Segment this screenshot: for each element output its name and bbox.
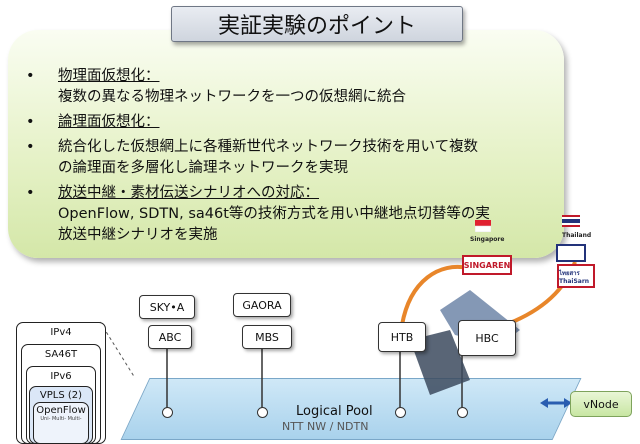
bullet-physical-virtualization: • 物理面仮想化： 複数の異なる物理ネットワークを一つの仮想網に統合 bbox=[26, 66, 490, 108]
stack-callout-line bbox=[99, 321, 136, 379]
station-htb: HTB bbox=[378, 322, 426, 352]
bullet-heading: 物理面仮想化： bbox=[58, 68, 160, 84]
bullet-body: 複数の異なる物理ネットワークを一つの仮想網に統合 bbox=[58, 89, 406, 105]
singaren-logo: SINGAREN bbox=[462, 255, 512, 275]
protocol-stack: IPv4 SA46T IPv6 VPLS (2) OpenFlow Uni- M… bbox=[16, 322, 106, 444]
bullet-marker: • bbox=[26, 139, 35, 155]
station-gaora: GAORA bbox=[233, 293, 291, 317]
bullet-broadcast-relay: • 放送中継・素材伝送シナリオへの対応： OpenFlow, SDTN, sa4… bbox=[26, 183, 490, 246]
stack-footnote: Uni- Multi- Multi- bbox=[40, 416, 82, 422]
stack-layer-openflow: OpenFlow Uni- Multi- Multi- bbox=[33, 402, 89, 444]
station-mbs: MBS bbox=[242, 325, 292, 349]
thailand-flag-icon bbox=[562, 215, 580, 227]
slide-title: 実証実験のポイント bbox=[171, 6, 463, 42]
vnode-arrow-right bbox=[564, 398, 572, 408]
vnode-box: vNode bbox=[570, 391, 632, 417]
node-htb bbox=[395, 407, 406, 418]
logical-pool-sublabel: NTT NW / NDTN bbox=[282, 420, 369, 433]
bullet-heading: 論理面仮想化： bbox=[58, 114, 160, 130]
key-points-list: • 物理面仮想化： 複数の異なる物理ネットワークを一つの仮想網に統合 • 論理面… bbox=[26, 66, 490, 250]
singapore-label: Singapore bbox=[470, 236, 505, 243]
node-mbs bbox=[257, 407, 268, 418]
singapore-flag-icon bbox=[475, 220, 491, 232]
thaisarn-logo: ไทยสาร ThaiSarn bbox=[557, 264, 595, 288]
bullet-marker: • bbox=[26, 68, 35, 84]
bullet-body: OpenFlow, SDTN, sa46t等の技術方式を用い中継地点切替等の実 … bbox=[58, 206, 490, 243]
bullet-logical-virtualization: • 論理面仮想化： bbox=[26, 112, 490, 133]
node-abc bbox=[162, 407, 173, 418]
singapore-link bbox=[400, 264, 469, 326]
bullet-marker: • bbox=[26, 114, 35, 130]
station-abc: ABC bbox=[148, 325, 192, 349]
thailand-label: Thailand bbox=[562, 232, 592, 239]
bullet-marker: • bbox=[26, 185, 35, 201]
bullet-multilayer-logical-network: • 統合化した仮想網上に各種新世代ネットワーク技術を用いて複数 の論理面を多層化… bbox=[26, 137, 490, 179]
node-hbc bbox=[457, 407, 468, 418]
station-sky-a: SKY•A bbox=[139, 295, 195, 319]
key-points-panel: • 物理面仮想化： 複数の異なる物理ネットワークを一つの仮想網に統合 • 論理面… bbox=[8, 30, 564, 258]
station-hbc: HBC bbox=[458, 320, 516, 356]
thailand-network-logo bbox=[556, 244, 586, 262]
logical-pool-label: Logical Pool bbox=[296, 404, 373, 419]
bullet-body: 統合化した仮想網上に各種新世代ネットワーク技術を用いて複数 の論理面を多層化し論… bbox=[58, 139, 479, 176]
vnode-arrow-left bbox=[540, 398, 548, 408]
bullet-heading: 放送中継・素材伝送シナリオへの対応： bbox=[58, 185, 319, 201]
